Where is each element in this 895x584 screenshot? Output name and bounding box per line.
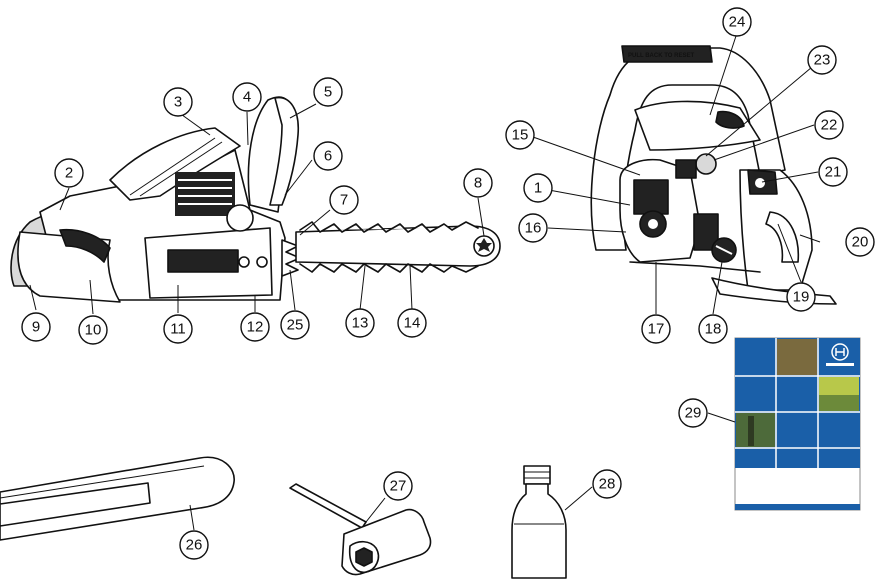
callout-1: 1 [523,173,553,203]
callout-23: 23 [807,45,837,75]
bar-nut-1 [238,256,250,268]
callout-7: 7 [329,185,359,215]
svg-text:13: 13 [352,315,369,332]
svg-text:12: 12 [247,319,264,336]
bar-tip-sprocket [473,235,495,257]
screwdriver-shaft [289,483,367,529]
callout-4: 4 [232,82,262,112]
svg-text:25: 25 [287,317,304,334]
svg-text:7: 7 [340,192,348,209]
callout-3: 3 [163,87,193,117]
callout-17: 17 [641,314,671,344]
leader-lines [29,35,821,531]
guide-bar [295,225,501,267]
choke-knob [695,153,717,175]
husqvarna-crown-logo-icon [826,343,854,366]
oil-bottle [511,465,567,579]
callout-25: 25 [280,310,310,340]
svg-text:28: 28 [599,476,616,493]
callout-12: 12 [240,312,270,342]
photo-logs [777,339,817,375]
callout-10: 10 [78,315,108,345]
callout-13: 13 [345,308,375,338]
svg-text:21: 21 [825,164,842,181]
callout-9: 9 [21,312,51,342]
callout-28: 28 [592,469,622,499]
chainsaw-left-side-view [10,96,501,303]
svg-text:29: 29 [685,405,702,422]
callout-2: 2 [54,158,84,188]
callout-18: 18 [698,314,728,344]
svg-text:22: 22 [821,117,838,134]
callout-22: 22 [814,110,844,140]
bottle-body [511,483,567,579]
bar-nut-2 [256,256,268,268]
callout-5: 5 [313,77,343,107]
callout-29: 29 [678,398,708,428]
combination-wrench [289,483,432,576]
callout-19: 19 [786,282,816,312]
svg-text:8: 8 [474,175,482,192]
svg-text:18: 18 [705,321,722,338]
starter-vents [633,179,669,215]
svg-text:26: 26 [186,537,203,554]
svg-text:15: 15 [512,127,529,144]
callout-16: 16 [518,213,548,243]
saw-chain [299,221,479,233]
callout-26: 26 [179,530,209,560]
callout-15: 15 [505,120,535,150]
callouts: 1 2 3 4 5 6 7 8 9 10 11 12 13 14 15 16 1… [21,7,875,560]
callout-8: 8 [463,168,493,198]
svg-text:1: 1 [534,180,542,197]
front-hand-guard [269,96,300,206]
chainsaw-right-side-view: PULL BACK TO RESET [590,45,837,305]
sticker-panel [167,249,239,273]
cylinder-fins [175,172,235,216]
svg-text:16: 16 [525,220,542,237]
svg-text:27: 27 [390,478,407,495]
svg-text:23: 23 [814,52,831,69]
svg-text:10: 10 [85,322,102,339]
svg-text:17: 17 [648,321,665,338]
callout-24: 24 [722,7,752,37]
svg-text:20: 20 [852,234,869,251]
manual-footer-stripe [735,504,860,510]
svg-text:5: 5 [324,84,332,101]
callout-27: 27 [383,471,413,501]
handle-frame [590,47,786,251]
svg-text:2: 2 [65,165,73,182]
muffler [226,204,254,232]
callout-11: 11 [163,314,193,344]
svg-text:4: 4 [243,89,251,106]
air-purge [675,159,697,179]
svg-text:19: 19 [793,289,810,306]
operators-manual [734,337,861,511]
callout-14: 14 [397,308,427,338]
svg-text:14: 14 [404,315,421,332]
callout-21: 21 [818,157,848,187]
svg-text:3: 3 [174,94,182,111]
svg-text:9: 9 [32,319,40,336]
svg-text:11: 11 [170,321,186,338]
handle-text: PULL BACK TO RESET [628,53,694,59]
photo-forest [736,413,775,447]
callout-6: 6 [313,141,343,171]
bottle-cap [523,465,551,485]
chain-brake-handle [621,45,713,63]
throttle-trigger [765,211,800,263]
svg-text:24: 24 [729,14,746,31]
svg-text:6: 6 [324,148,332,165]
callout-20: 20 [845,227,875,257]
bar-cover [0,456,235,541]
